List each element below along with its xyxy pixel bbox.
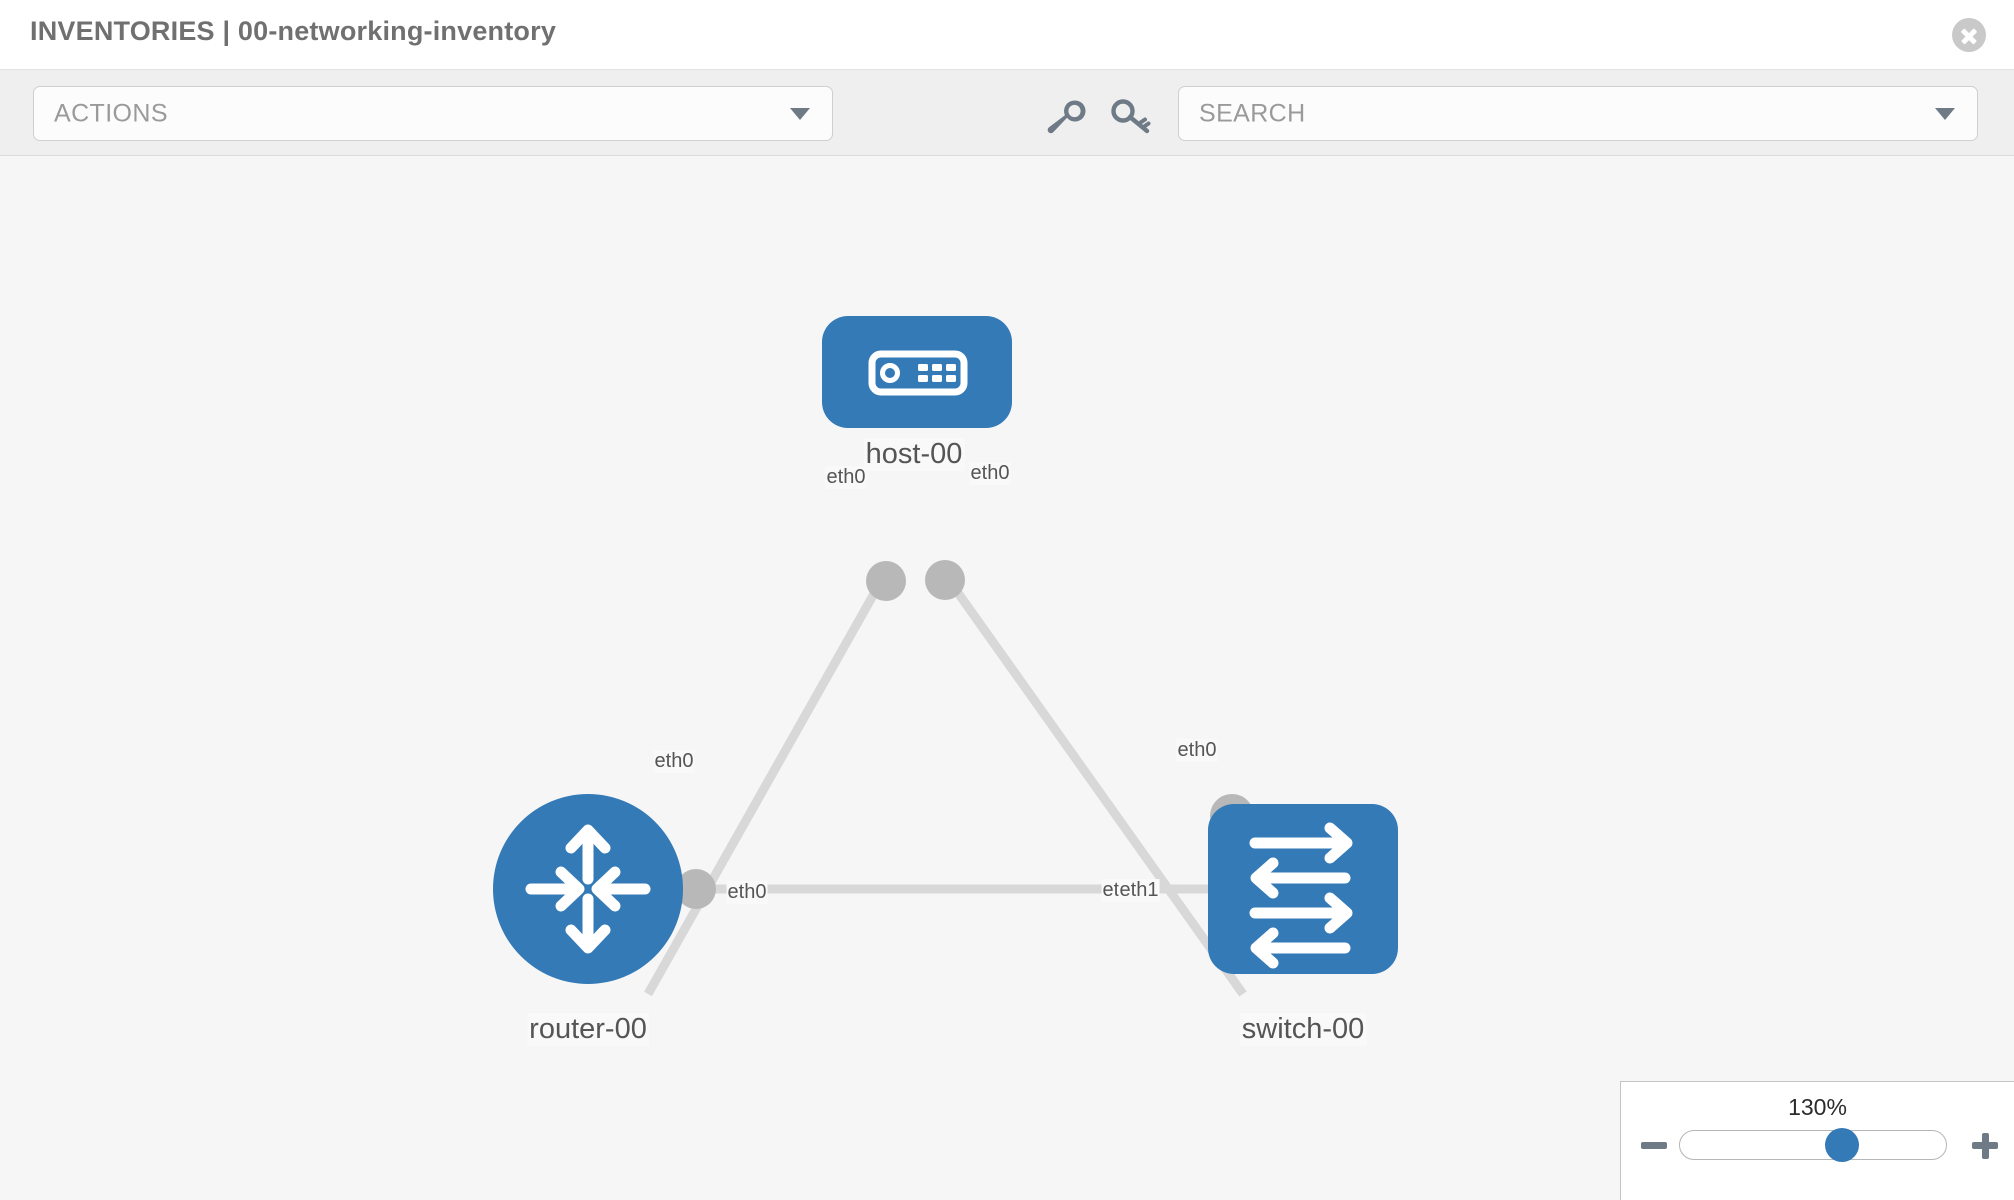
zoom-out-button[interactable]	[1641, 1132, 1667, 1158]
port-dot	[925, 560, 965, 600]
port-label: eth0	[1176, 739, 1218, 762]
topology-canvas[interactable]: host-00 router-00 switch-00 eth0 eth0 et…	[0, 156, 2014, 1200]
port-label: eth0	[653, 750, 695, 773]
chevron-down-icon	[1935, 107, 1955, 120]
close-icon[interactable]	[1952, 18, 1986, 52]
key-icon[interactable]	[1108, 96, 1154, 136]
node-label-host: host-00	[863, 438, 965, 471]
port-dot	[866, 561, 906, 601]
zoom-level-value: 130%	[1788, 1094, 1847, 1120]
wrench-icon[interactable]	[1040, 96, 1086, 136]
link-router-host	[644, 573, 888, 997]
node-label-router: router-00	[527, 1013, 649, 1046]
search-placeholder: SEARCH	[1199, 99, 1306, 127]
port-dot	[676, 869, 716, 909]
zoom-slider[interactable]	[1679, 1128, 1947, 1162]
topology-ports	[676, 560, 1254, 909]
port-label: eth0	[825, 466, 867, 489]
node-switch-00	[1208, 804, 1398, 974]
zoom-slider-thumb[interactable]	[1825, 1128, 1859, 1162]
toolbar: ACTIONS SEARCH	[0, 70, 2014, 156]
port-label: eth0	[969, 462, 1011, 485]
search-input[interactable]: SEARCH	[1178, 86, 1978, 141]
node-router-00	[493, 794, 683, 984]
chevron-down-icon	[790, 107, 810, 120]
link-host-switch	[942, 573, 1247, 997]
actions-dropdown-label: ACTIONS	[54, 99, 168, 127]
port-label: eth0	[726, 881, 768, 904]
node-host-00	[822, 316, 1012, 428]
page-header: INVENTORIES | 00-networking-inventory	[0, 0, 2014, 70]
zoom-in-button[interactable]	[1972, 1132, 1998, 1159]
actions-dropdown[interactable]: ACTIONS	[33, 86, 833, 141]
node-label-switch: switch-00	[1239, 1013, 1367, 1046]
zoom-control-panel: 130%	[1620, 1081, 2014, 1200]
topology-graph	[493, 316, 1398, 997]
port-label: eth1	[1118, 879, 1160, 902]
topology-links	[644, 573, 1247, 997]
page-title: INVENTORIES | 00-networking-inventory	[30, 16, 557, 46]
